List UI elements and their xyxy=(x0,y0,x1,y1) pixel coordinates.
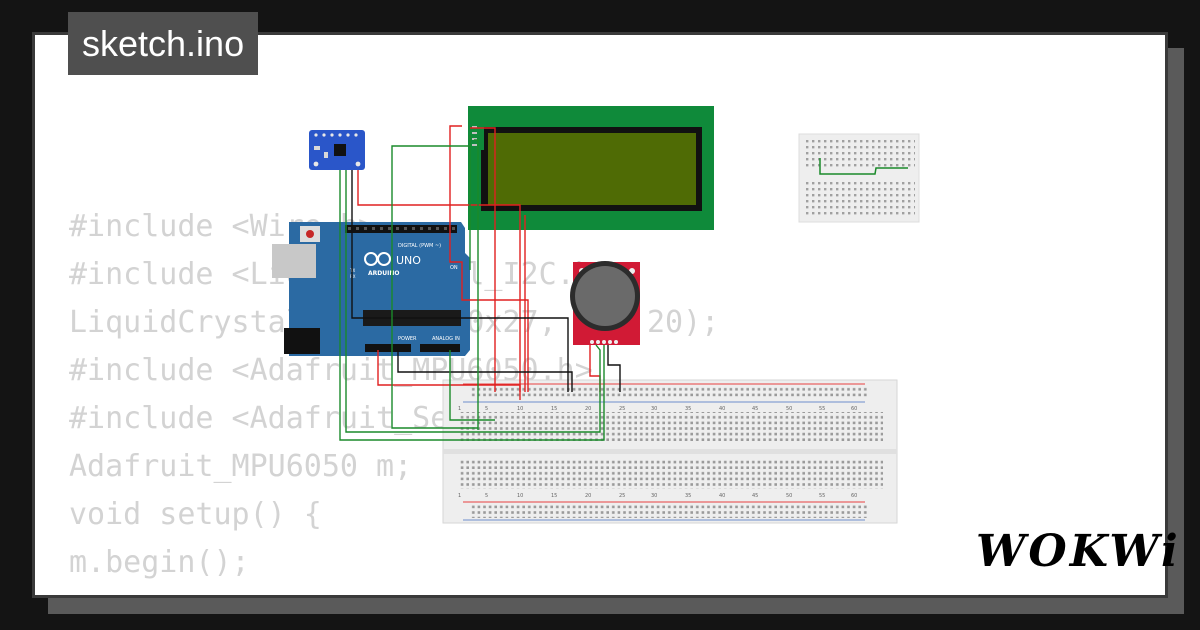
code-line: Adafruit_MPU6050 m; xyxy=(69,449,413,484)
breadboard-col-numbers-bottom: 1 5 10 15 20 25 30 35 40 45 50 55 60 xyxy=(458,493,857,499)
digital-label: DIGITAL (PWM ~) xyxy=(398,243,441,249)
col-number: 25 xyxy=(619,406,625,412)
col-number: 50 xyxy=(786,406,792,412)
col-number: 60 xyxy=(851,406,857,412)
col-number: 15 xyxy=(551,406,557,412)
col-number: 20 xyxy=(585,493,591,499)
breadboard-col-numbers-top: 1 5 10 15 20 25 30 35 40 45 50 55 60 xyxy=(458,406,857,412)
lcd-display[interactable] xyxy=(468,106,714,230)
col-number: 30 xyxy=(651,406,657,412)
col-number: 20 xyxy=(585,406,591,412)
mpu6050-sensor[interactable] xyxy=(309,130,365,170)
wokwi-logo: WOKWi xyxy=(976,526,1181,577)
joystick-module[interactable] xyxy=(570,261,640,345)
col-number: 35 xyxy=(685,406,691,412)
mini-breadboard[interactable] xyxy=(798,133,920,223)
col-number: 30 xyxy=(651,493,657,499)
power-jack-icon xyxy=(284,328,320,354)
code-line: void setup() { xyxy=(69,497,322,532)
col-number: 40 xyxy=(719,493,725,499)
col-number: 55 xyxy=(819,493,825,499)
code-line: lcd.init(); xyxy=(69,587,719,595)
code-line: m.begin(); xyxy=(69,545,250,580)
on-label: ON xyxy=(450,265,458,271)
col-number: 5 xyxy=(485,406,488,412)
col-number: 50 xyxy=(786,493,792,499)
col-number: 5 xyxy=(485,493,488,499)
col-number: 10 xyxy=(517,493,523,499)
uno-label: UNO xyxy=(396,254,421,267)
arduino-infinity-logo-icon xyxy=(364,252,391,266)
col-number: 1 xyxy=(458,493,461,499)
col-number: 45 xyxy=(752,493,758,499)
col-number: 25 xyxy=(619,493,625,499)
col-number: 45 xyxy=(752,406,758,412)
project-title[interactable]: sketch.ino xyxy=(68,12,259,75)
rx-label: RX xyxy=(350,274,356,279)
col-number: 35 xyxy=(685,493,691,499)
wires xyxy=(339,125,621,441)
col-number: 10 xyxy=(517,406,523,412)
col-number: 55 xyxy=(819,406,825,412)
power-label: POWER xyxy=(398,336,417,342)
col-number: 1 xyxy=(458,406,461,412)
usb-port-icon xyxy=(272,244,316,278)
analog-label: ANALOG IN xyxy=(432,336,460,342)
col-number: 40 xyxy=(719,406,725,412)
breadboard[interactable]: 1 5 10 15 20 25 30 35 40 45 50 55 60 1 5… xyxy=(442,379,898,524)
col-number: 15 xyxy=(551,493,557,499)
arduino-label: ARDUINO xyxy=(368,270,399,277)
arduino-uno-board[interactable]: UNO ARDUINO DIGITAL (PWM ~) ON TX RX POW… xyxy=(272,222,470,356)
col-number: 60 xyxy=(851,493,857,499)
